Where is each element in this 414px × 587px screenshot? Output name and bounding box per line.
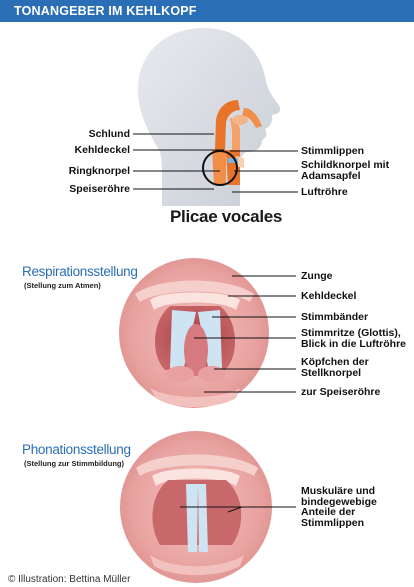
- label-stimmbaender: Stimmbänder: [301, 312, 368, 323]
- head-silhouette: [138, 28, 280, 206]
- respiration-title: Respirationsstellung: [22, 264, 138, 279]
- label-stimmritze: Stimmritze (Glottis), Blick in die Luftr…: [301, 328, 406, 349]
- illustration-credit: © Illustration: Bettina Müller: [8, 574, 130, 585]
- caption-plicae-vocales: Plicae vocales: [170, 207, 282, 227]
- label-muskulaere-anteile: Muskuläre und bindegewebige Anteile der …: [301, 486, 377, 528]
- label-luftroehre: Luftröhre: [301, 187, 348, 198]
- label-kehldeckel-resp: Kehldeckel: [301, 291, 356, 302]
- label-zur-speiseroehre: zur Speiseröhre: [301, 387, 380, 398]
- respiration-subtitle: (Stellung zum Atmen): [24, 281, 101, 290]
- label-kehldeckel: Kehldeckel: [75, 145, 130, 156]
- label-stimmlippen: Stimmlippen: [301, 146, 364, 157]
- respiration-larynx-view: [119, 258, 269, 408]
- phonation-subtitle: (Stellung zur Stimmbildung): [24, 459, 124, 468]
- label-zunge: Zunge: [301, 271, 333, 282]
- label-schlund: Schlund: [89, 129, 130, 140]
- label-schildknorpel: Schildknorpel mit Adamsapfel: [301, 160, 389, 181]
- phonation-title: Phonationsstellung: [22, 442, 131, 457]
- label-speiseroehre: Speiseröhre: [69, 184, 130, 195]
- label-koepfchen: Köpfchen der Stellknorpel: [301, 357, 369, 378]
- label-ringknorpel: Ringknorpel: [69, 166, 130, 177]
